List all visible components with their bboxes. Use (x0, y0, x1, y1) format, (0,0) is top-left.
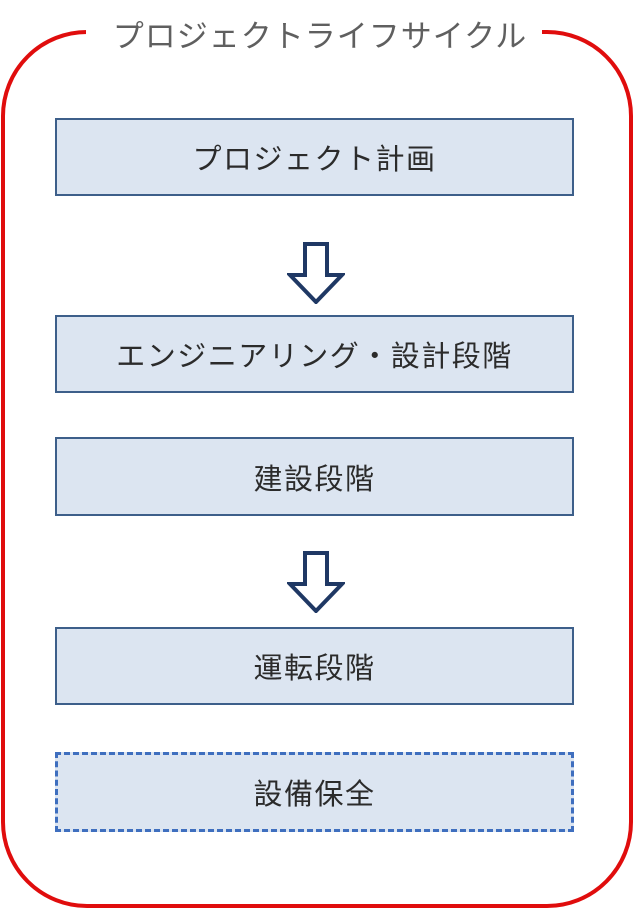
phase-label: 建設段階 (253, 463, 376, 496)
phase-label: プロジェクト計画 (192, 144, 437, 176)
down-arrow-icon (287, 242, 345, 304)
frame-title-gap (86, 22, 542, 46)
phase-label: エンジニアリング・設計段階 (116, 341, 513, 373)
phase-box-engineering-design[interactable]: エンジニアリング・設計段階 (55, 315, 574, 393)
phase-box-operation[interactable]: 運転段階 (55, 627, 574, 705)
down-arrow-icon (287, 551, 345, 613)
phase-label: 設備保全 (253, 779, 376, 811)
phase-label: 運転段階 (253, 653, 376, 685)
phase-box-project-planning[interactable]: プロジェクト計画 (55, 118, 574, 196)
phase-box-construction[interactable]: 建設段階 (55, 437, 574, 516)
phase-box-facility-maintenance[interactable]: 設備保全 (55, 752, 574, 832)
diagram-title: プロジェクトライフサイクル (112, 19, 528, 54)
